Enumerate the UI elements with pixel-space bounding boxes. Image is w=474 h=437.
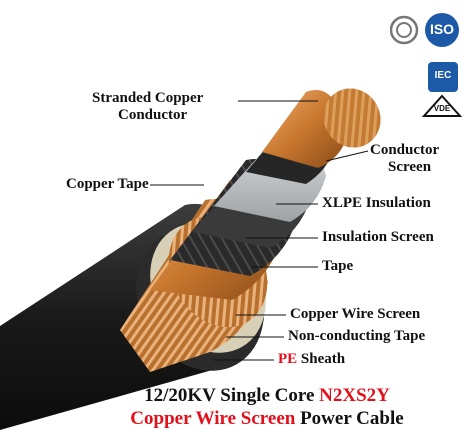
caption-line-2: Copper Wire Screen Power Cable [0, 408, 474, 430]
iec-badge-label: IEC [434, 70, 452, 81]
label-non-conducting-tape: Non-conducting Tape [288, 328, 426, 344]
caption-prefix: 12/20KV Single Core [144, 385, 320, 406]
label-stranded-copper-conductor: Stranded Copper Conductor [92, 90, 203, 124]
caption-highlight: Copper Wire Screen [130, 408, 296, 429]
vde-badge-label: VDE [433, 104, 451, 113]
label-insulation-screen: Insulation Screen [322, 229, 434, 245]
caption-model: N2XS2Y [319, 385, 390, 406]
certification-badges: ISO [389, 10, 468, 50]
label-sheath: Sheath [297, 351, 346, 367]
label-conductor-screen-line2: Screen [388, 159, 432, 175]
iso-badge-label: ISO [429, 21, 455, 37]
vde-triangle-icon [421, 94, 463, 117]
label-copper-wire-screen: Copper Wire Screen [290, 306, 421, 322]
iec-badge: IEC [428, 62, 458, 92]
label-stranded-line2: Conductor [118, 107, 188, 123]
label-pe: PE [278, 351, 298, 367]
label-copper-tape: Copper Tape [66, 176, 149, 192]
label-xlpe-insulation: XLPE Insulation [322, 195, 431, 211]
caption-rest: Power Cable [295, 408, 404, 429]
label-pe-sheath: PE Sheath [278, 351, 345, 368]
label-stranded-line1: Stranded Copper [92, 90, 204, 106]
caption-line-1: 12/20KV Single Core N2XS2Y [0, 385, 474, 407]
label-tape: Tape [322, 258, 354, 274]
label-conductor-screen: Conductor Screen [370, 142, 439, 176]
ccc-cert-icon [389, 13, 459, 47]
label-conductor-screen-line1: Conductor [370, 142, 440, 158]
vde-badge: VDE [421, 94, 463, 118]
